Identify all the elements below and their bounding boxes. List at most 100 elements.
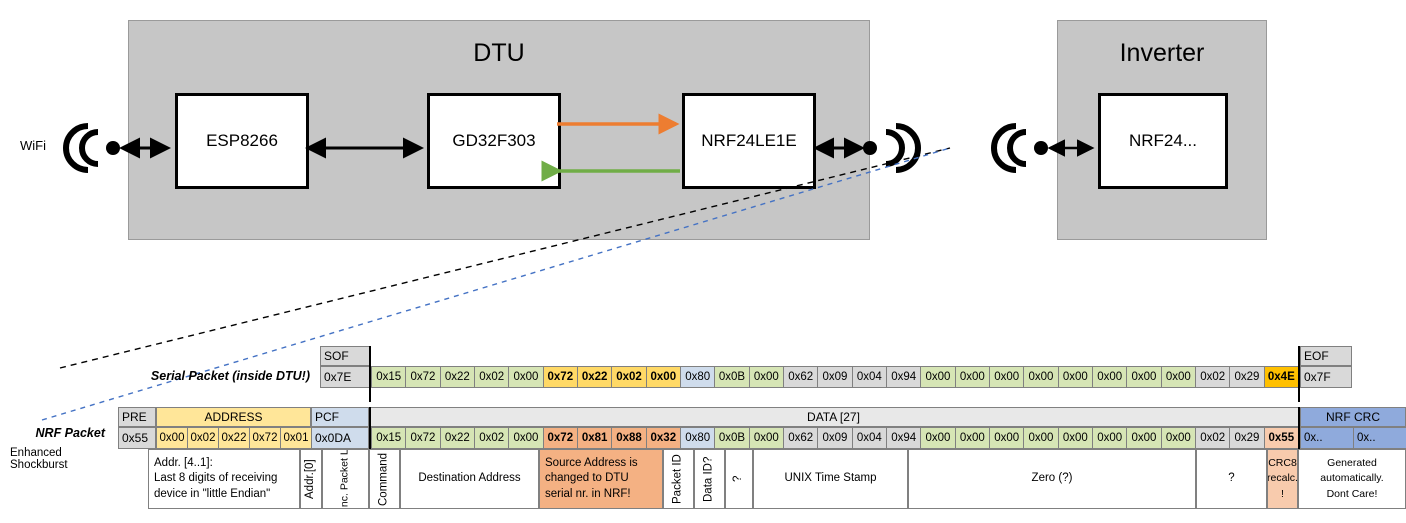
serial-eof-value: 0x7F [1300, 366, 1352, 388]
nrf-byte-16: 0x00 [920, 427, 956, 449]
serial-byte-19: 0x00 [1023, 366, 1059, 388]
nrf-address-byte-4: 0x01 [280, 427, 312, 449]
wifi-label: WiFi [20, 138, 46, 153]
nrf-byte-22: 0x00 [1126, 427, 1162, 449]
chip-nrf24le1e: NRF24LE1E [682, 93, 816, 189]
serial-byte-9: 0x80 [680, 366, 716, 388]
nrf-byte-5: 0x72 [542, 427, 578, 449]
nrf-crc-byte-1: 0x.. [1353, 427, 1406, 449]
desc-source-address: Source Address is changed to DTU serial … [539, 449, 663, 509]
nrf-byte-12: 0x62 [783, 427, 819, 449]
desc-data-id: Data ID? [694, 449, 725, 509]
nrf-pcf-value: 0x0DA [311, 427, 369, 449]
serial-sof-value: 0x7E [320, 366, 370, 388]
serial-byte-5: 0x72 [542, 366, 578, 388]
nrf-address-byte-2: 0x22 [218, 427, 250, 449]
serial-byte-25: 0x29 [1229, 366, 1265, 388]
nrf-byte-11: 0x00 [748, 427, 784, 449]
serial-data-right-rule [1298, 346, 1300, 402]
serial-byte-2: 0x22 [439, 366, 475, 388]
serial-byte-16: 0x00 [920, 366, 956, 388]
nrf-header-pcf: PCF [311, 407, 369, 427]
serial-byte-8: 0x00 [645, 366, 681, 388]
serial-byte-15: 0x94 [886, 366, 922, 388]
desc-pcf: 9 Bit!Inc. Packet Length [322, 449, 369, 509]
nrf-pre-value: 0x55 [118, 427, 156, 449]
serial-byte-18: 0x00 [989, 366, 1025, 388]
desc-addr0: Addr.[0] [300, 449, 322, 509]
nrf-byte-25: 0x29 [1229, 427, 1265, 449]
desc-zero: Zero (?) [908, 449, 1196, 509]
serial-byte-21: 0x00 [1092, 366, 1128, 388]
nrf-address-byte-0: 0x00 [156, 427, 188, 449]
nrf-byte-15: 0x94 [886, 427, 922, 449]
chip-esp8266: ESP8266 [175, 93, 309, 189]
desc-unknown-2: ? [1196, 449, 1267, 509]
nrf-header-crc: NRF CRC [1300, 407, 1406, 427]
chip-gd32f303: GD32F303 [427, 93, 561, 189]
nrf-address-byte-1: 0x02 [187, 427, 219, 449]
nrf-address-byte-3: 0x72 [249, 427, 281, 449]
nrf-byte-17: 0x00 [954, 427, 990, 449]
chip-gd32f303-label: GD32F303 [452, 131, 536, 150]
serial-byte-3: 0x02 [474, 366, 510, 388]
nrf-byte-18: 0x00 [989, 427, 1025, 449]
serial-byte-11: 0x00 [748, 366, 784, 388]
serial-byte-24: 0x02 [1195, 366, 1231, 388]
serial-byte-12: 0x62 [783, 366, 819, 388]
nrf-byte-1: 0x72 [405, 427, 441, 449]
nrf-packet-label: NRF Packet [35, 426, 105, 440]
serial-byte-13: 0x09 [817, 366, 853, 388]
nrf-packet-sublabel: Enhanced Shockburst [10, 447, 68, 471]
serial-byte-7: 0x02 [611, 366, 647, 388]
desc-unknown-1: ? [725, 449, 753, 509]
nrf-data-left-rule [369, 407, 371, 449]
nrf-header-data: DATA [27] [369, 407, 1298, 427]
block-diagram: DTU ESP8266 GD32F303 NRF24LE1E Inverter … [20, 20, 1267, 240]
nrf-byte-7: 0x88 [611, 427, 647, 449]
serial-byte-1: 0x72 [405, 366, 441, 388]
chip-esp8266-label: ESP8266 [206, 131, 278, 150]
serial-byte-4: 0x00 [508, 366, 544, 388]
serial-byte-0: 0x15 [371, 366, 407, 388]
serial-byte-22: 0x00 [1126, 366, 1162, 388]
serial-byte-17: 0x00 [954, 366, 990, 388]
nrf-byte-24: 0x02 [1195, 427, 1231, 449]
nrf-byte-9: 0x80 [680, 427, 716, 449]
desc-command: Command [369, 449, 400, 509]
nrf-byte-23: 0x00 [1160, 427, 1196, 449]
desc-packet-id: Packet ID [663, 449, 694, 509]
nrf-byte-4: 0x00 [508, 427, 544, 449]
nrf-crc-byte-0: 0x.. [1300, 427, 1354, 449]
desc-unix-timestamp: UNIX Time Stamp [753, 449, 908, 509]
nrf-header-address: ADDRESS [156, 407, 311, 427]
nrf-byte-6: 0x81 [577, 427, 613, 449]
serial-data-left-rule [369, 346, 371, 402]
serial-eof-header: EOF [1300, 346, 1352, 366]
serial-byte-14: 0x04 [851, 366, 887, 388]
serial-byte-6: 0x22 [577, 366, 613, 388]
serial-byte-26: 0x4E [1263, 366, 1299, 388]
nrf-data-right-rule [1298, 407, 1300, 449]
serial-sof-header: SOF [320, 346, 370, 366]
serial-packet-label: Serial Packet (inside DTU!) [150, 369, 310, 383]
nrf-byte-3: 0x02 [474, 427, 510, 449]
serial-byte-20: 0x00 [1057, 366, 1093, 388]
nrf-byte-19: 0x00 [1023, 427, 1059, 449]
nrf-byte-20: 0x00 [1057, 427, 1093, 449]
nrf-byte-0: 0x15 [371, 427, 407, 449]
nrf-byte-26: 0x55 [1263, 427, 1299, 449]
nrf-byte-8: 0x32 [645, 427, 681, 449]
nrf-header-pre: PRE [118, 407, 156, 427]
serial-byte-10: 0x0B [714, 366, 750, 388]
nrf-byte-21: 0x00 [1092, 427, 1128, 449]
nrf-byte-10: 0x0B [714, 427, 750, 449]
nrf-byte-13: 0x09 [817, 427, 853, 449]
inverter-title: Inverter [1119, 39, 1205, 67]
nrf-byte-14: 0x04 [851, 427, 887, 449]
nrf-byte-2: 0x22 [439, 427, 475, 449]
dtu-title: DTU [473, 39, 525, 67]
